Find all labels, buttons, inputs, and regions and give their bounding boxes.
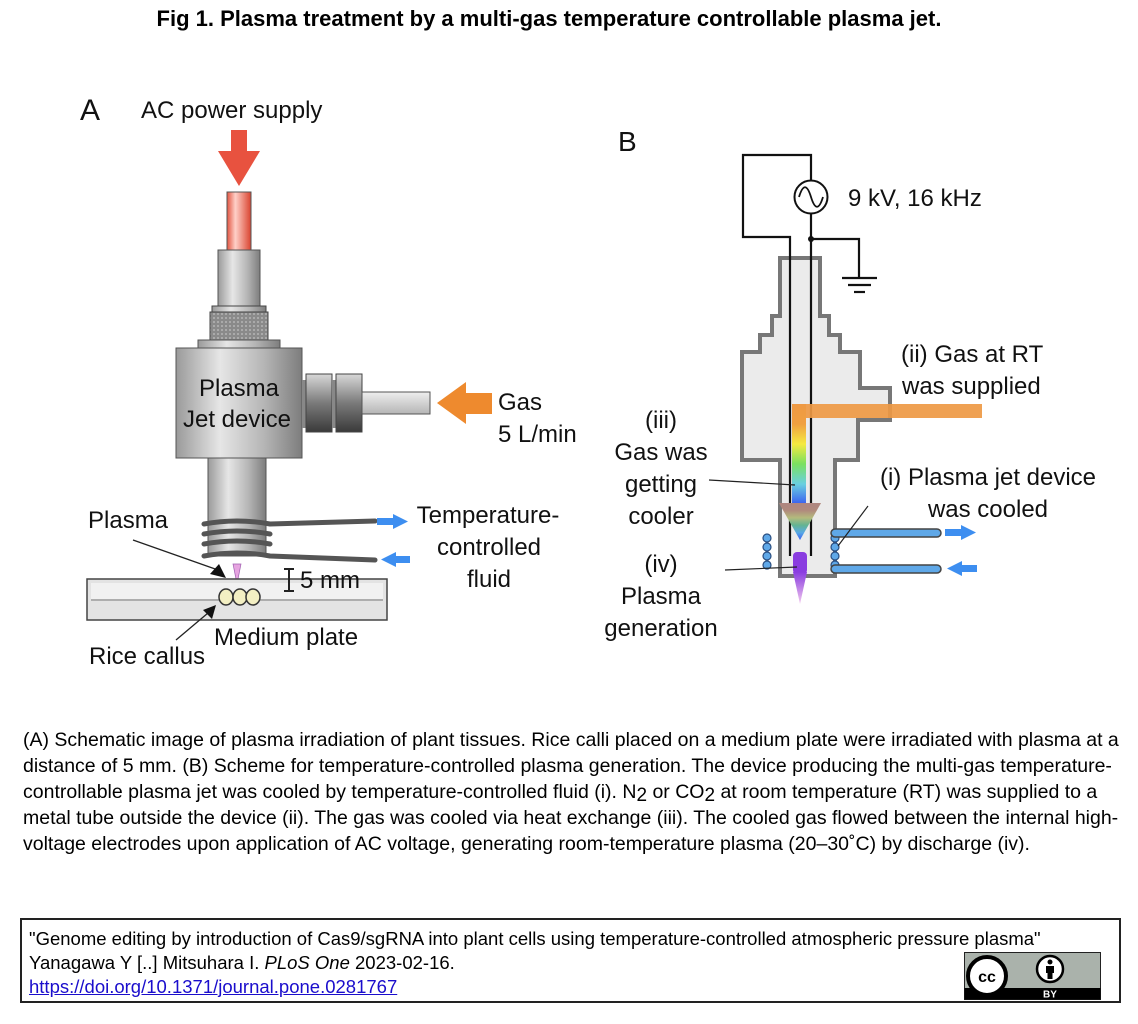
label-iii-line2: Gas was [614, 439, 707, 466]
gas-label-line1: Gas [498, 389, 542, 416]
ac-source-icon [793, 179, 829, 215]
gas-fitting [305, 373, 333, 433]
panel-a-label: A [80, 94, 100, 127]
rice-callus-label: Rice callus [89, 643, 205, 670]
voltage-label: 9 kV, 16 kHz [848, 185, 982, 212]
gas-flow-arrow-icon [779, 503, 821, 540]
gas-cooling-flow [792, 404, 806, 504]
caption-text-1: (A) Schematic image of plasma irradiatio… [23, 729, 1119, 803]
callus-pointer-icon [203, 605, 216, 619]
label-ii-line2: was supplied [901, 373, 1041, 400]
figure-diagram: A AC power supply Plasma Jet device Gas … [80, 94, 1096, 670]
distance-marker [284, 568, 294, 592]
plasma-core [793, 552, 807, 574]
figure-title: Fig 1. Plasma treatment by a multi-gas t… [156, 6, 942, 31]
upper-cylinder [217, 249, 261, 307]
gas-label-line2: 5 L/min [498, 421, 577, 448]
fluid-label-line2: controlled [437, 534, 541, 561]
label-i-line2: was cooled [927, 496, 1048, 523]
label-iii-line1: (iii) [645, 407, 677, 434]
device-label-line1: Plasma [199, 375, 280, 402]
fluid-label-line3: fluid [467, 566, 511, 593]
caption-text-3: at room temperature (RT) was supplied to… [23, 781, 1119, 855]
cc-by-license-badge[interactable]: cc BY [964, 952, 1101, 1000]
device-label-line2: Jet device [183, 406, 291, 433]
cooling-coil [201, 518, 378, 563]
coolant-pipes [830, 528, 942, 574]
plasma-flame [232, 563, 242, 585]
label-iv-line2: Plasma [621, 583, 702, 610]
citation-box: "Genome editing by introduction of Cas9/… [20, 918, 1121, 1003]
citation-author-list: Yanagawa Y [..] Mitsuhara I. [29, 952, 265, 973]
doi-link[interactable]: https://doi.org/10.1371/journal.pone.028… [29, 976, 398, 997]
rice-callus [218, 588, 261, 606]
caption-text-2: or CO [647, 781, 705, 803]
gas-inlet-tube [361, 391, 431, 415]
citation-title: "Genome editing by introduction of Cas9/… [29, 928, 1041, 949]
distance-label: 5 mm [300, 567, 360, 594]
citation-authors: Yanagawa Y [..] Mitsuhara I. PLoS One 20… [29, 951, 1119, 975]
plasma-jet-device-body [175, 347, 303, 459]
ac-power-label: AC power supply [141, 97, 322, 124]
plasma-pointer-icon [210, 564, 226, 578]
coolant-out-arrow-icon [945, 525, 976, 540]
attribution-person-icon [1035, 954, 1065, 984]
citation-date: 2023-02-16. [349, 952, 455, 973]
medium-plate-label: Medium plate [214, 624, 358, 651]
knurled-nut [209, 311, 269, 341]
fluid-in-arrow-icon [381, 552, 410, 567]
panel-a: A AC power supply Plasma Jet device Gas … [80, 94, 577, 670]
coolant-in-arrow-icon [947, 561, 977, 576]
panel-b-label: B [618, 126, 637, 157]
panel-b: B 9 kV, 16 kHz [604, 126, 1096, 642]
caption-subscript-1: 2 [636, 785, 648, 806]
fluid-label-line1: Temperature- [417, 502, 560, 529]
caption-subscript-2: 2 [704, 785, 716, 806]
electrode-rod [226, 191, 252, 251]
gas-supply-path [792, 404, 982, 418]
circuit-wiring [741, 153, 877, 556]
plasma-label: Plasma [88, 507, 169, 534]
cc-icon: cc [966, 955, 1008, 997]
label-iv-line3: generation [604, 615, 717, 642]
label-iii-line3: getting [625, 471, 697, 498]
plasma-jet [793, 572, 807, 604]
figure-caption: (A) Schematic image of plasma irradiatio… [23, 727, 1123, 857]
power-arrow-icon [218, 130, 260, 186]
citation-journal: PLoS One [264, 952, 350, 973]
label-iv-line1: (iv) [644, 551, 677, 578]
fluid-out-arrow-icon [377, 514, 408, 529]
label-ii-line1: (ii) Gas at RT [901, 341, 1044, 368]
svg-text:cc: cc [978, 969, 996, 986]
label-iii-line4: cooler [628, 503, 693, 530]
label-i-line1: (i) Plasma jet device [880, 464, 1096, 491]
by-label: BY [1043, 990, 1057, 1001]
gas-arrow-icon [437, 382, 492, 424]
